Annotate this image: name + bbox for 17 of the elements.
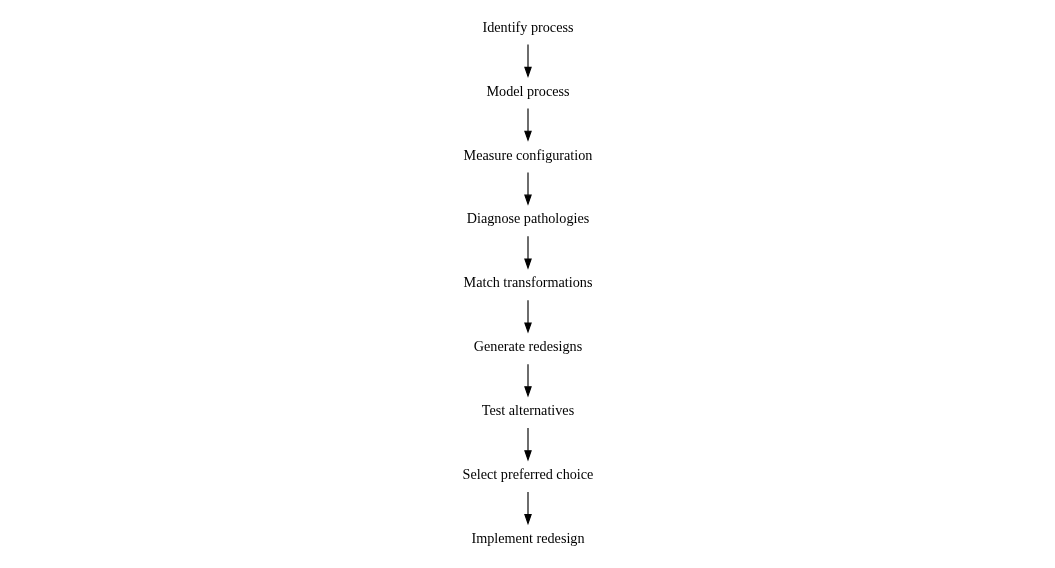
node-text: Generate redesigns — [473, 338, 582, 355]
arrow — [523, 44, 532, 78]
arrow — [523, 427, 532, 462]
node-text: Test alternatives — [481, 402, 574, 419]
arrow — [523, 491, 532, 526]
node-text: Model process — [485, 82, 570, 99]
arrow — [523, 363, 532, 398]
arrow — [523, 107, 532, 142]
arrow — [523, 299, 532, 334]
node-text: Select preferred choice — [462, 466, 593, 483]
node-text: Measure configuration — [463, 146, 592, 163]
node-text: Implement redesign — [470, 529, 585, 546]
node-text: Match transformations — [463, 274, 592, 291]
arrow — [523, 171, 532, 206]
node-text: Identify process — [481, 18, 574, 35]
arrow — [523, 235, 532, 270]
node-text: Diagnose pathologies — [466, 210, 589, 227]
